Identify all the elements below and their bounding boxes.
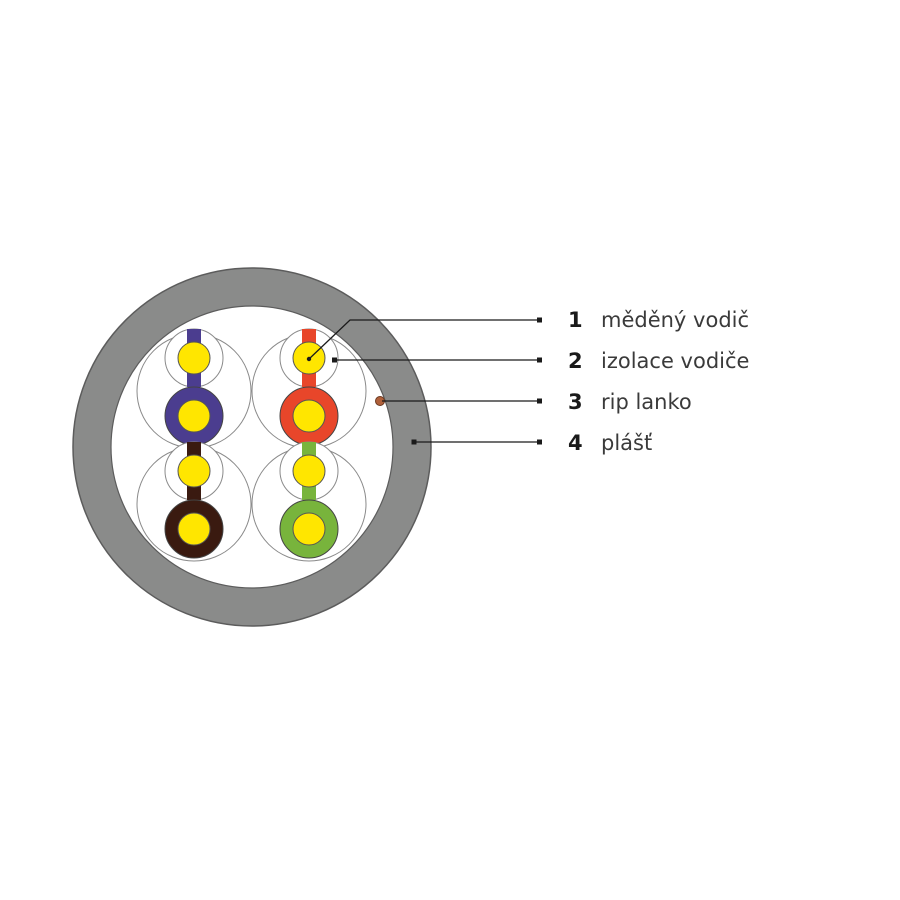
legend-number-1: 1 bbox=[568, 308, 583, 332]
pair-green-copper-conductor-b bbox=[292, 512, 326, 546]
leader-dot-2b bbox=[537, 357, 542, 363]
legend-label-3: rip lanko bbox=[601, 390, 692, 414]
leader-dot-1b bbox=[537, 317, 542, 323]
pair-orange-copper-conductor-b bbox=[292, 399, 326, 433]
pair-green-copper-conductor-a bbox=[292, 454, 326, 488]
pair-blue-copper-conductor-a bbox=[177, 341, 211, 375]
leader-lines bbox=[308, 319, 540, 443]
legend-label-1: měděný vodič bbox=[601, 308, 749, 332]
leader-dot-2a bbox=[332, 357, 337, 363]
twisted-pairs bbox=[136, 328, 367, 562]
pair-brown-copper-conductor-a bbox=[177, 454, 211, 488]
leader-endpoints bbox=[306, 317, 542, 445]
legend-number-2: 2 bbox=[568, 349, 583, 373]
pair-brown-copper-conductor-b bbox=[177, 512, 211, 546]
leader-dot-4a bbox=[411, 439, 417, 445]
pair-blue-copper-conductor-b bbox=[177, 399, 211, 433]
legend-number-4: 4 bbox=[568, 431, 583, 455]
leader-dot-3b bbox=[537, 398, 542, 404]
cable-core-area bbox=[110, 305, 394, 589]
legend-number-3: 3 bbox=[568, 390, 583, 414]
leader-dot-1a bbox=[306, 356, 312, 362]
leader-line-1 bbox=[308, 319, 540, 360]
legend: 1 měděný vodič 2 izolace vodiče 3 rip la… bbox=[568, 308, 749, 455]
legend-label-2: izolace vodiče bbox=[601, 349, 749, 373]
leader-dot-4b bbox=[537, 439, 542, 445]
legend-label-4: plášť bbox=[601, 431, 652, 455]
